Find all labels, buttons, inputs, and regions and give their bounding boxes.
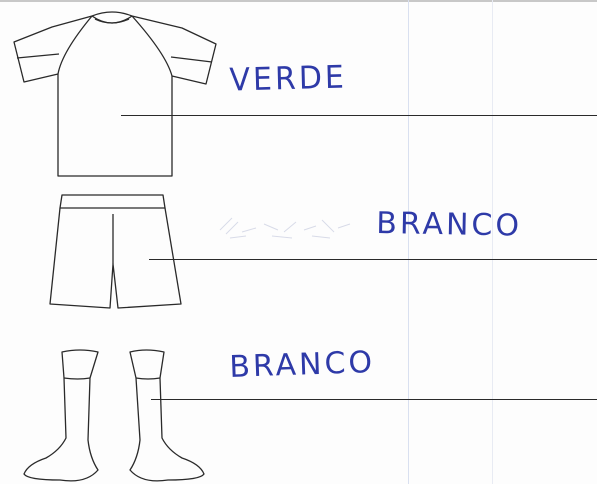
erased-smudge	[212, 206, 362, 246]
shirt-color-label: VERDE	[229, 59, 347, 99]
socks-leader-line	[151, 399, 597, 400]
shorts-color-label: BRANCO	[376, 206, 522, 244]
shirt-leader-line	[121, 115, 597, 116]
socks-color-label: BRANCO	[229, 345, 376, 385]
shorts-leader-line	[149, 259, 597, 260]
